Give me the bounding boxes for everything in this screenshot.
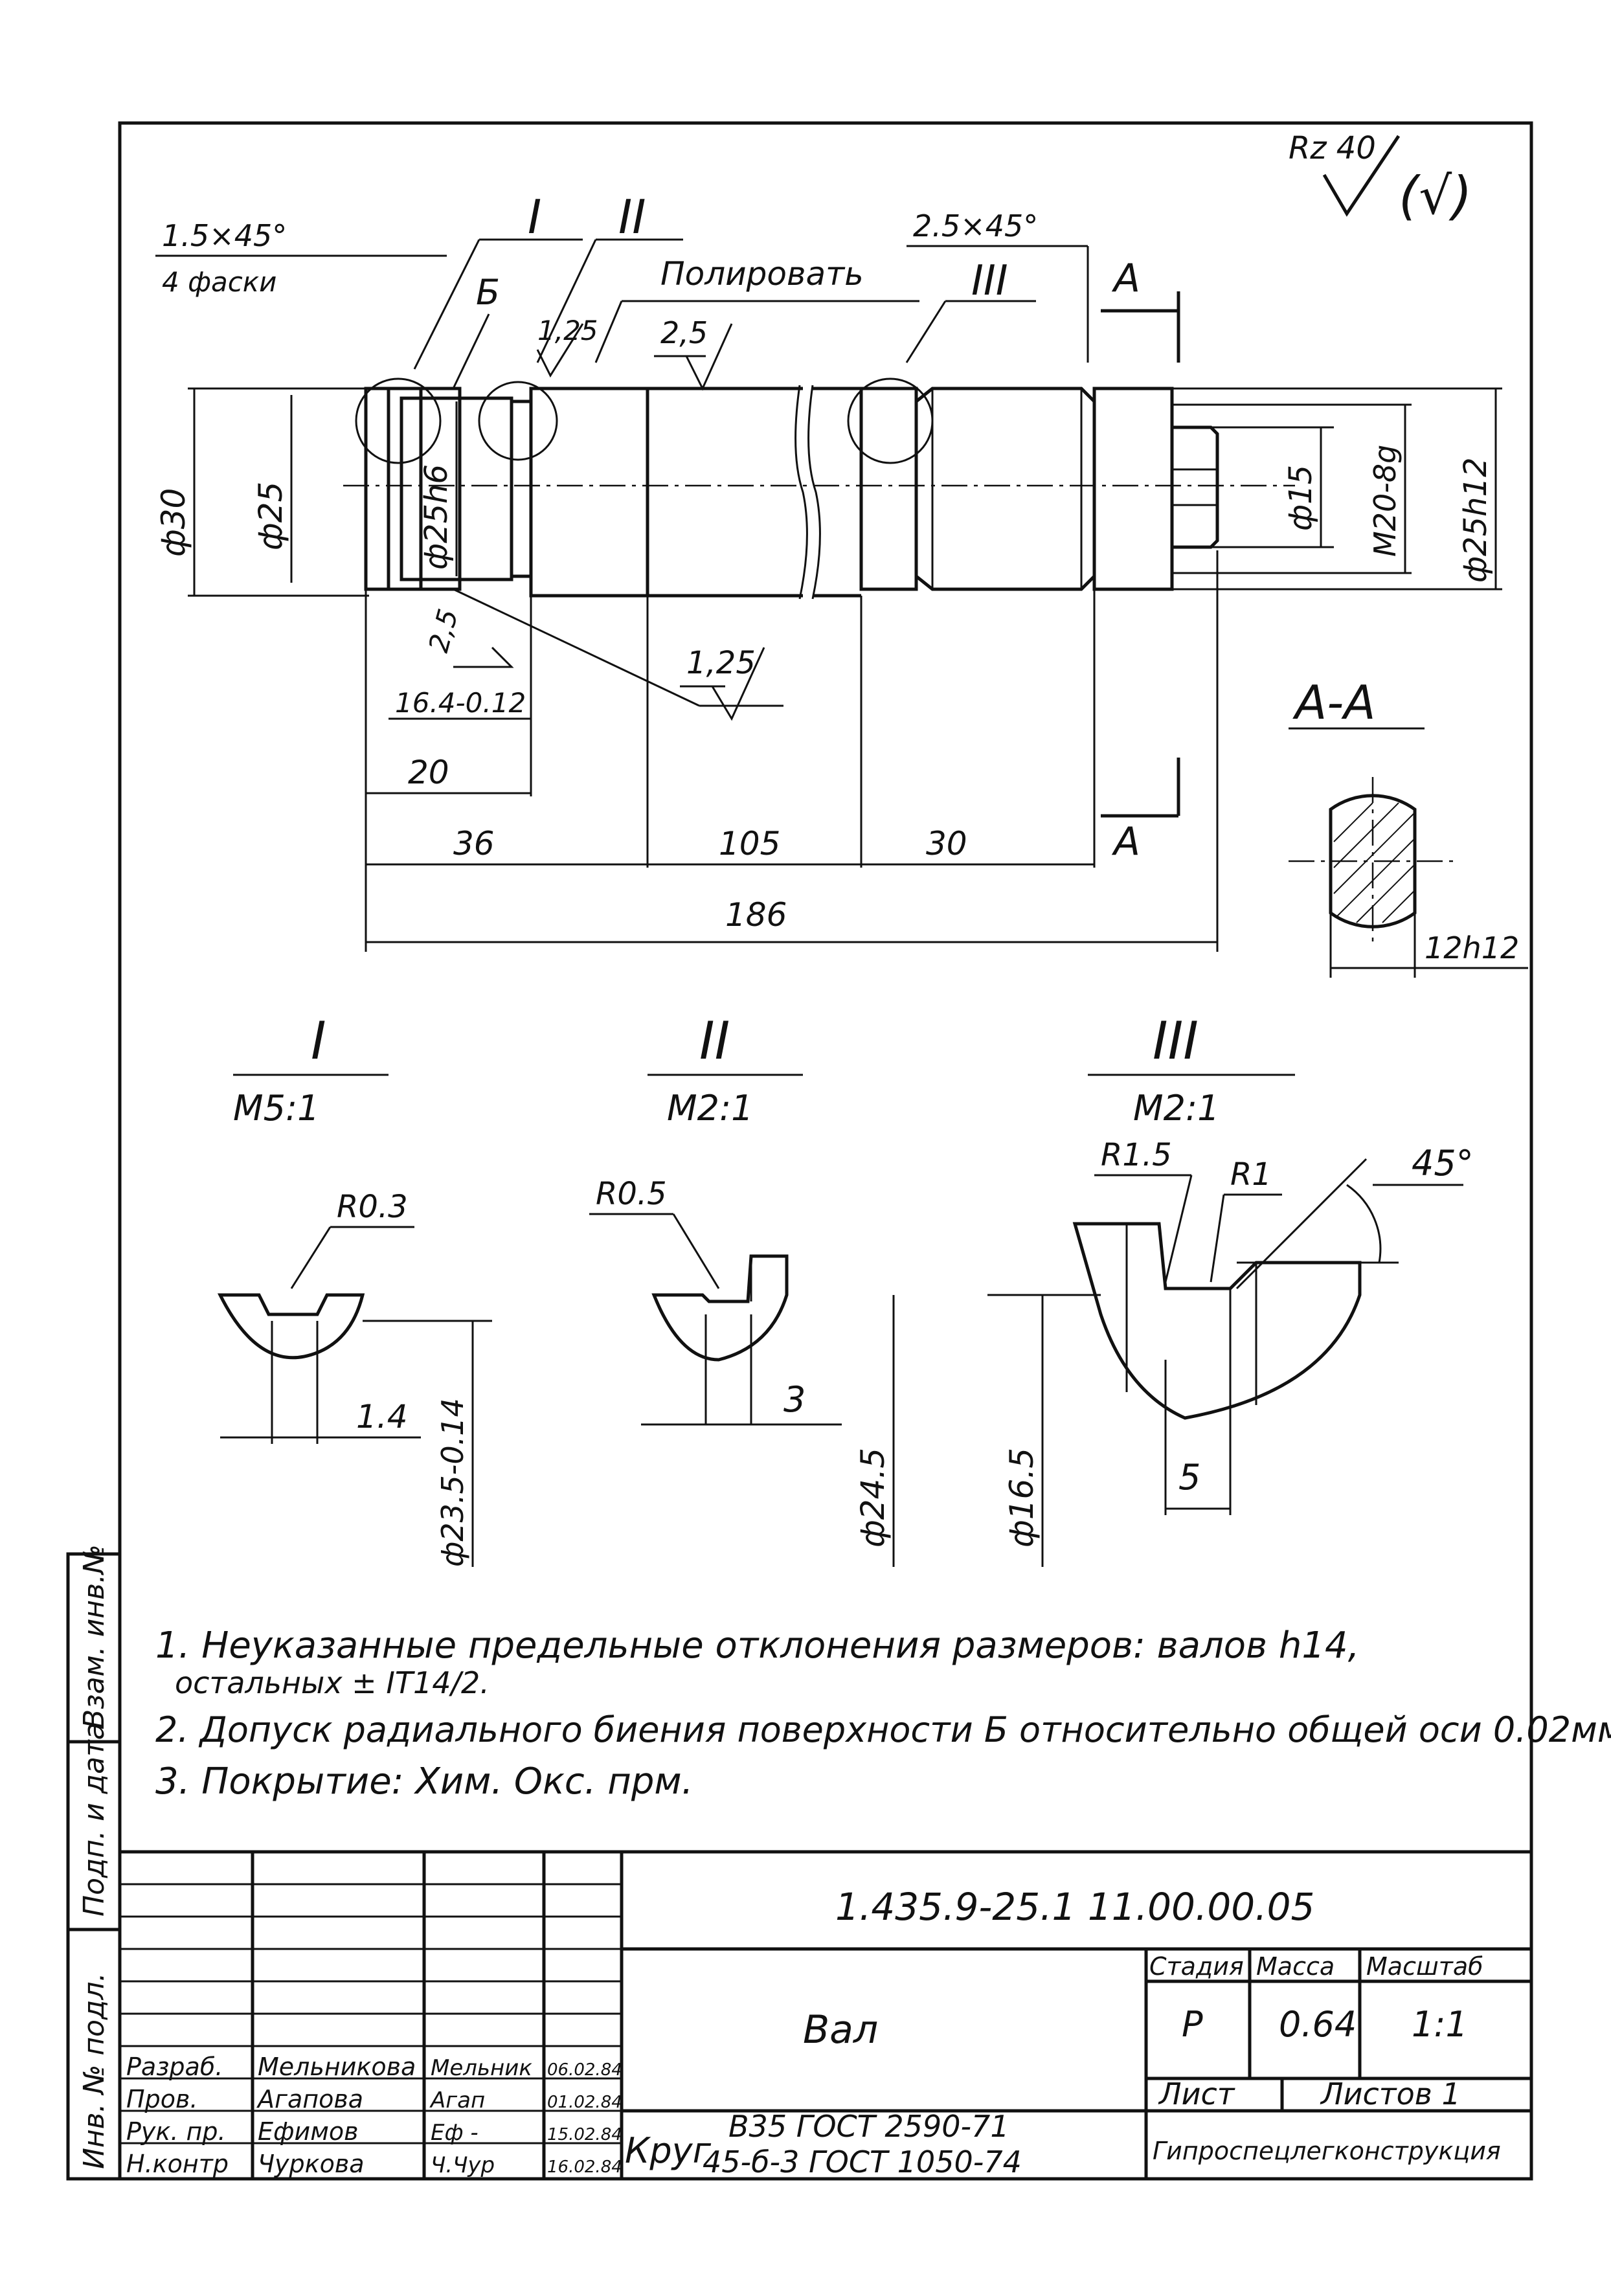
detail-ii (651, 1254, 789, 1362)
head-stage: Стадия (1149, 1952, 1244, 1981)
signer-sig-3: Еф - (431, 2120, 479, 2146)
detail-ii-radius: R0.5 (596, 1176, 667, 1212)
dim-16-4: 16.4-0.12 (395, 687, 526, 719)
section-a-top: А (1111, 256, 1140, 301)
note-1b: остальных ± IT14/2. (175, 1665, 490, 1700)
roughness-1-25-top: 1,25 (537, 315, 598, 346)
signer-date-1: 06.02.84 (547, 2060, 622, 2080)
roughness-2-5-top: 2,5 (660, 315, 708, 350)
dia-30: ф30 (155, 488, 192, 557)
sheet-label: Лист (1158, 2077, 1235, 2111)
note-3: 3. Покрытие: Хим. Окс. прм. (155, 1761, 693, 1803)
detail-i-scale: М5:1 (233, 1088, 320, 1129)
part-name: Вал (803, 2007, 878, 2053)
detail-iii-radius2: R1 (1230, 1156, 1272, 1193)
head-mass: Масса (1256, 1952, 1335, 1981)
polish-note: Полировать (660, 255, 864, 293)
dim-186: 186 (725, 896, 787, 934)
detail-iii (1072, 1222, 1362, 1420)
detail-iii-width: 5 (1178, 1457, 1200, 1498)
signer-sig-4: Ч.Чур (431, 2152, 495, 2178)
side-stamp-2: Подп. и дата (78, 1722, 111, 1917)
detail-iii-scale: М2:1 (1133, 1088, 1220, 1129)
dim-36: 36 (453, 825, 495, 862)
head-scale: Масштаб (1366, 1952, 1483, 1981)
detail-i (217, 1293, 365, 1360)
side-stamp: Взам. инв.№ Подп. и дата Инв. № подл. (66, 1544, 122, 2181)
section-a-bottom: А (1111, 819, 1140, 864)
marker-iii: III (971, 257, 1008, 305)
detail-iii-diameter: ф16.5 (1003, 1448, 1041, 1548)
detail-iii-angle: 45° (1412, 1143, 1474, 1184)
signer-role-3: Рук. пр. (126, 2117, 226, 2146)
signer-sig-2: Агап (429, 2088, 485, 2113)
mass-value: 0.64 (1279, 2004, 1357, 2045)
dia-25: ф25 (252, 482, 289, 550)
detail-i-diameter: ф23.5-0.14 (435, 1398, 470, 1567)
roughness-1-25-bottom: 1,25 (686, 645, 756, 681)
detail-i-title: I (311, 1011, 326, 1071)
signer-name-4: Чуркова (258, 2150, 365, 2178)
note-2: 2. Допуск радиального биения поверхности… (155, 1709, 1611, 1750)
organization: Гипроспецлегконструкция (1153, 2137, 1501, 2165)
roughness-general: Rz 40 (1289, 130, 1376, 166)
dim-12h12: 12h12 (1425, 930, 1519, 965)
scale-value: 1:1 (1412, 2004, 1468, 2045)
dim-105: 105 (719, 825, 780, 862)
chamfer-left: 1.5×45° (162, 218, 287, 253)
signer-date-4: 16.02.84 (547, 2157, 622, 2177)
signer-role-4: Н.контр (126, 2150, 229, 2178)
stage-value: Р (1182, 2004, 1203, 2045)
shaft-view (355, 377, 1219, 600)
marker-ii: II (618, 190, 646, 244)
dia-25h6: ф25h6 (418, 464, 455, 570)
dim-20: 20 (408, 754, 449, 791)
signer-date-2: 01.02.84 (547, 2093, 622, 2112)
detail-iii-radius: R1.5 (1101, 1137, 1172, 1173)
drawing-frame (118, 121, 1533, 2181)
signer-role-2: Пров. (126, 2085, 197, 2113)
detail-i-width: 1.4 (356, 1398, 408, 1435)
side-stamp-3: Инв. № подл. (78, 1972, 111, 2169)
note-1: 1. Неуказанные предельные отклонения раз… (155, 1625, 1359, 1667)
chamfer-right: 2.5×45° (913, 208, 1038, 243)
detail-ii-diameter: ф24.5 (854, 1448, 892, 1548)
signer-name-3: Ефимов (258, 2117, 359, 2146)
signer-sig-1: Мельник (431, 2055, 532, 2081)
section-a-a (1289, 777, 1528, 978)
side-stamp-1: Взам. инв.№ (78, 1544, 111, 1729)
detail-iii-title: III (1153, 1011, 1199, 1071)
signer-date-3: 15.02.84 (547, 2125, 622, 2144)
signer-name-1: Мельникова (258, 2053, 416, 2081)
roughness-2-5-bottom: 2,5 (422, 605, 464, 655)
dia-15: ф15 (1283, 465, 1319, 531)
material-label: Круг (625, 2130, 712, 2171)
material-line-2: 45-б-3 ГОСТ 1050-74 (703, 2144, 1022, 2179)
thread-m20: М20-8g (1368, 445, 1403, 557)
signer-role-1: Разраб. (126, 2053, 223, 2081)
detail-ii-title: II (699, 1011, 730, 1071)
signer-name-2: Агапова (256, 2085, 363, 2113)
section-a-a-title: А-А (1292, 675, 1376, 730)
detail-ii-width: 3 (783, 1379, 806, 1420)
material-line-1: В35 ГОСТ 2590-71 (728, 2109, 1009, 2144)
title-block (118, 1850, 1533, 2181)
surface-b-label: Б (476, 272, 500, 313)
dim-30: 30 (926, 825, 967, 862)
roughness-check-icon (1322, 135, 1401, 217)
dia-25h12: ф25h12 (1458, 457, 1494, 583)
detail-i-radius: R0.3 (337, 1189, 408, 1225)
drawing-designation: 1.435.9-25.1 11.00.00.05 (835, 1885, 1314, 1929)
chamfer-left-note: 4 фаски (162, 266, 276, 298)
roughness-paren: (√) (1399, 166, 1472, 226)
marker-i: I (528, 190, 541, 244)
sheets-label: Листов 1 (1320, 2077, 1461, 2111)
detail-ii-scale: М2:1 (667, 1088, 754, 1129)
